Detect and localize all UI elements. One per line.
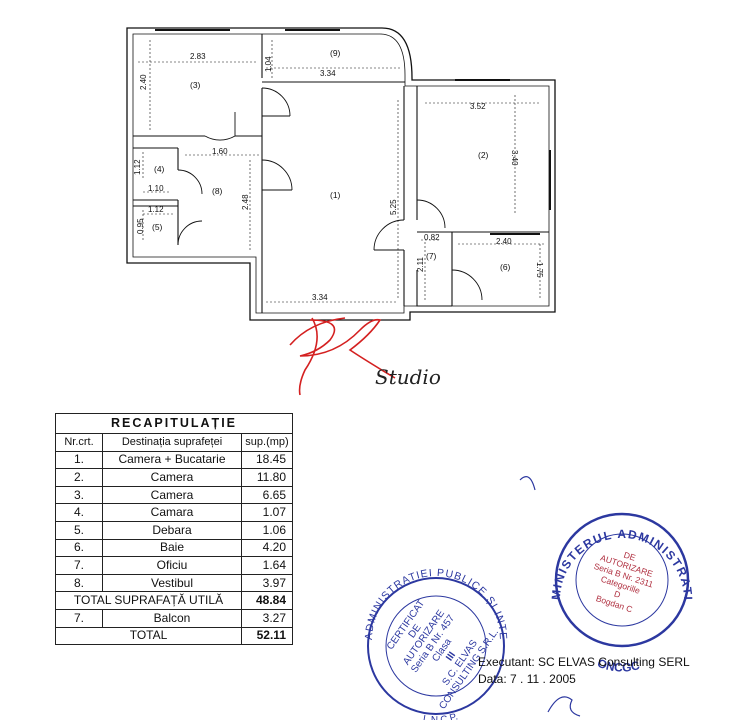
dim-3-52: 3.52 xyxy=(470,102,486,111)
row-destination: Camera xyxy=(102,468,242,487)
dim-2-40-room6: 2.40 xyxy=(496,237,512,246)
left-stamp-ring: ADMINISTRATIEI PUBLICE ȘI INTERNELOR xyxy=(0,0,508,641)
header-destination: Destinația suprafeței xyxy=(102,433,242,452)
grand-total-row: TOTAL 52.11 xyxy=(55,626,293,646)
room-label-5: (5) xyxy=(152,222,163,232)
signature-mark-2 xyxy=(519,476,536,491)
util-total-value: 48.84 xyxy=(241,591,293,610)
room-label-7: (7) xyxy=(426,251,437,261)
right-stamp-line-5: D xyxy=(613,589,622,600)
dim-2-11: 2.11 xyxy=(416,256,425,272)
signature-mark xyxy=(547,696,581,717)
left-stamp-ring-bottom: L.N.C.P. xyxy=(422,711,459,720)
row-surface: 1.64 xyxy=(241,556,293,575)
dim-1-10: 1.10 xyxy=(148,184,164,193)
dim-0-95: 0.95 xyxy=(136,218,145,234)
row-surface: 1.06 xyxy=(241,520,293,540)
dim-1-60: 1.60 xyxy=(212,147,228,156)
inner-wall-line xyxy=(132,33,550,314)
row-surface: 3.97 xyxy=(241,573,293,593)
dim-3-34-top: 3.34 xyxy=(320,69,336,78)
recapitulation-table: RECAPITULAȚIE Nr.crt. Destinația suprafe… xyxy=(55,413,293,646)
partition-walls xyxy=(133,34,549,313)
table-title: RECAPITULAȚIE xyxy=(55,413,293,434)
dim-2-40-room3: 2.40 xyxy=(139,74,148,90)
room-label-4: (4) xyxy=(154,164,165,174)
dim-1-12-room5: 1.12 xyxy=(148,205,164,214)
dim-2-48: 2.48 xyxy=(241,194,250,210)
right-stamp-ring: MINISTERUL ADMINISTRATIEI PUBLICE xyxy=(0,0,694,601)
right-stamp-line-1: DE xyxy=(623,550,638,563)
row-surface: 3.27 xyxy=(241,608,293,628)
row-surface: 11.80 xyxy=(241,468,293,487)
row-surface: 6.65 xyxy=(241,485,293,505)
logo-mark xyxy=(289,317,396,396)
door-arc xyxy=(177,87,483,301)
floor-plan: 2.83 2.40 1.04 3.34 3.52 3.40 1.60 2.48 … xyxy=(126,27,556,396)
date-text: Data: 7 . 11 . 2005 xyxy=(478,672,576,686)
room-label-6: (6) xyxy=(500,262,511,272)
dim-1-04: 1.04 xyxy=(264,56,273,72)
right-stamp-ring-bottom: ONCGC xyxy=(596,656,642,675)
dimension-lines xyxy=(138,40,545,303)
dim-0-82: 0.82 xyxy=(424,233,440,242)
util-total-label: TOTAL SUPRAFAȚĂ UTILĂ xyxy=(55,591,242,610)
left-stamp: ADMINISTRATIEI PUBLICE ȘI INTERNELOR L.N… xyxy=(0,0,508,720)
header-surface: sup.(mp) xyxy=(241,433,293,452)
room-label-1: (1) xyxy=(330,190,341,200)
room-label-9: (9) xyxy=(330,48,341,58)
executant-text: Executant: SC ELVAS Consulting SERL xyxy=(478,655,690,669)
studio-logo: Studio xyxy=(289,317,441,396)
dim-3-34-bottom: 3.34 xyxy=(312,293,328,302)
window-marks xyxy=(155,29,551,235)
room-label-2: (2) xyxy=(478,150,489,160)
dim-1-12-room4: 1.12 xyxy=(133,159,142,175)
dim-3-40: 3.40 xyxy=(510,150,519,166)
dim-5-25: 5.25 xyxy=(389,199,398,215)
right-stamp: MINISTERUL ADMINISTRATIEI PUBLICE ONCGC … xyxy=(0,0,694,675)
room-label-8: (8) xyxy=(212,186,223,196)
grand-total-value: 52.11 xyxy=(241,626,293,646)
room-label-3: (3) xyxy=(190,80,201,90)
logo-text: Studio xyxy=(375,365,441,389)
row-surface: 18.45 xyxy=(241,450,293,470)
balcony-row: 7. Balcon 3.27 xyxy=(55,608,293,628)
util-total-row: TOTAL SUPRAFAȚĂ UTILĂ 48.84 xyxy=(55,591,293,610)
dim-1-75: 1.75 xyxy=(535,262,544,278)
dim-2-83: 2.83 xyxy=(190,52,206,61)
